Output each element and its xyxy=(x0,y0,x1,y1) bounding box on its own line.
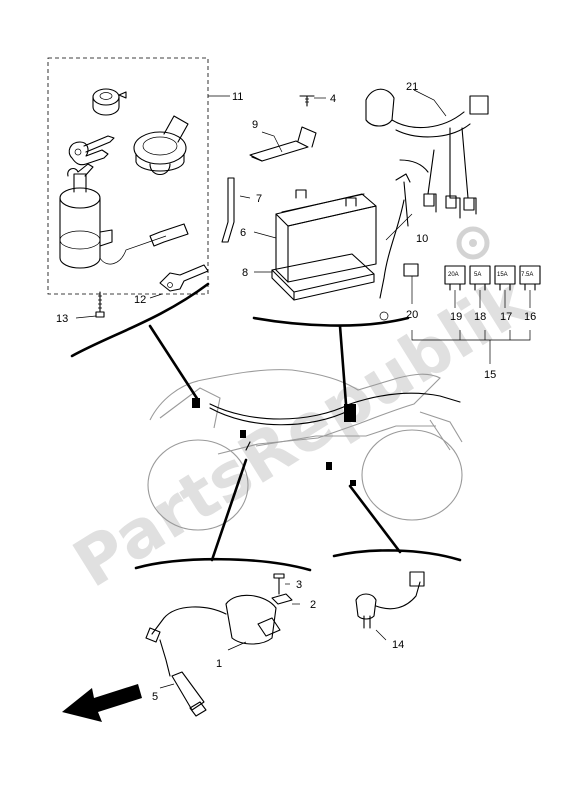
callout-14: 14 xyxy=(392,639,404,651)
fuse-19-part: 20A xyxy=(444,265,466,291)
callout-1: 1 xyxy=(216,658,222,670)
callout-10: 10 xyxy=(416,233,428,245)
fuse-16-rating: 7.5A xyxy=(521,272,533,278)
callout-21: 21 xyxy=(406,81,418,93)
spare-key-part xyxy=(159,264,209,292)
sensor-part xyxy=(355,571,425,629)
starter-relay-harness-part xyxy=(391,95,489,219)
leader-battery xyxy=(338,324,348,406)
callout-16: 16 xyxy=(524,311,536,323)
callout-13: 13 xyxy=(56,313,68,325)
ignition-coil-part xyxy=(145,594,281,677)
watermark-text: PartsRepublik xyxy=(60,260,544,602)
fuse-17-rating: 15A xyxy=(497,272,508,278)
fuse-17-part: 15A xyxy=(494,265,516,291)
callout-labels: 1 2 3 4 5 6 7 8 9 10 11 12 13 14 15 16 1… xyxy=(56,81,536,703)
main-switch-group-box xyxy=(47,57,209,295)
front-direction-arrow xyxy=(62,684,142,722)
battery-bracket xyxy=(252,316,410,327)
relay-20-part xyxy=(403,263,419,277)
hose-part xyxy=(221,177,235,243)
spark-plug-cap-part xyxy=(171,671,207,717)
bolt-13-part xyxy=(95,291,105,318)
bolt-3-part xyxy=(273,573,285,595)
battery-lead-part xyxy=(379,173,411,321)
battery-mat-part xyxy=(271,253,375,301)
callout-7: 7 xyxy=(256,193,262,205)
battery-cover-part xyxy=(365,88,395,127)
watermark-gear-icon xyxy=(456,226,490,260)
nut-2-part xyxy=(271,593,293,605)
callout-2: 2 xyxy=(310,599,316,611)
callout-4: 4 xyxy=(330,93,336,105)
leader-main-switch xyxy=(148,324,200,402)
wire-harness-part xyxy=(192,392,461,486)
main-switch-part xyxy=(59,163,189,269)
callout-3: 3 xyxy=(296,579,302,591)
fuel-cap-part xyxy=(133,115,189,176)
leader-ignition xyxy=(210,458,248,562)
callout-17: 17 xyxy=(500,311,512,323)
callout-lines xyxy=(75,89,531,689)
seat-lock-part xyxy=(92,88,127,116)
callout-9: 9 xyxy=(252,119,258,131)
fuse-19-rating: 20A xyxy=(448,272,459,278)
watermark: PartsRepublik xyxy=(60,260,544,602)
callout-15: 15 xyxy=(484,369,496,381)
fuse-18-part: 5A xyxy=(469,265,491,291)
callout-18: 18 xyxy=(474,311,486,323)
sensor-bracket xyxy=(332,549,462,562)
key-part xyxy=(68,135,115,166)
screw-4-part xyxy=(299,95,315,107)
callout-19: 19 xyxy=(450,311,462,323)
fuse-18-rating: 5A xyxy=(474,272,481,278)
callout-12: 12 xyxy=(134,294,146,306)
fuse-16-part: 7.5A xyxy=(519,265,541,291)
callout-5: 5 xyxy=(152,691,158,703)
leader-sensor xyxy=(348,484,402,554)
battery-band-part xyxy=(249,126,317,162)
callout-11: 11 xyxy=(232,91,243,103)
battery-part xyxy=(275,189,377,283)
motorcycle-outline xyxy=(147,369,463,531)
ignition-bracket xyxy=(134,557,312,572)
callout-20: 20 xyxy=(406,309,418,321)
callout-8: 8 xyxy=(242,267,248,279)
main-switch-bracket xyxy=(70,282,210,358)
callout-6: 6 xyxy=(240,227,246,239)
